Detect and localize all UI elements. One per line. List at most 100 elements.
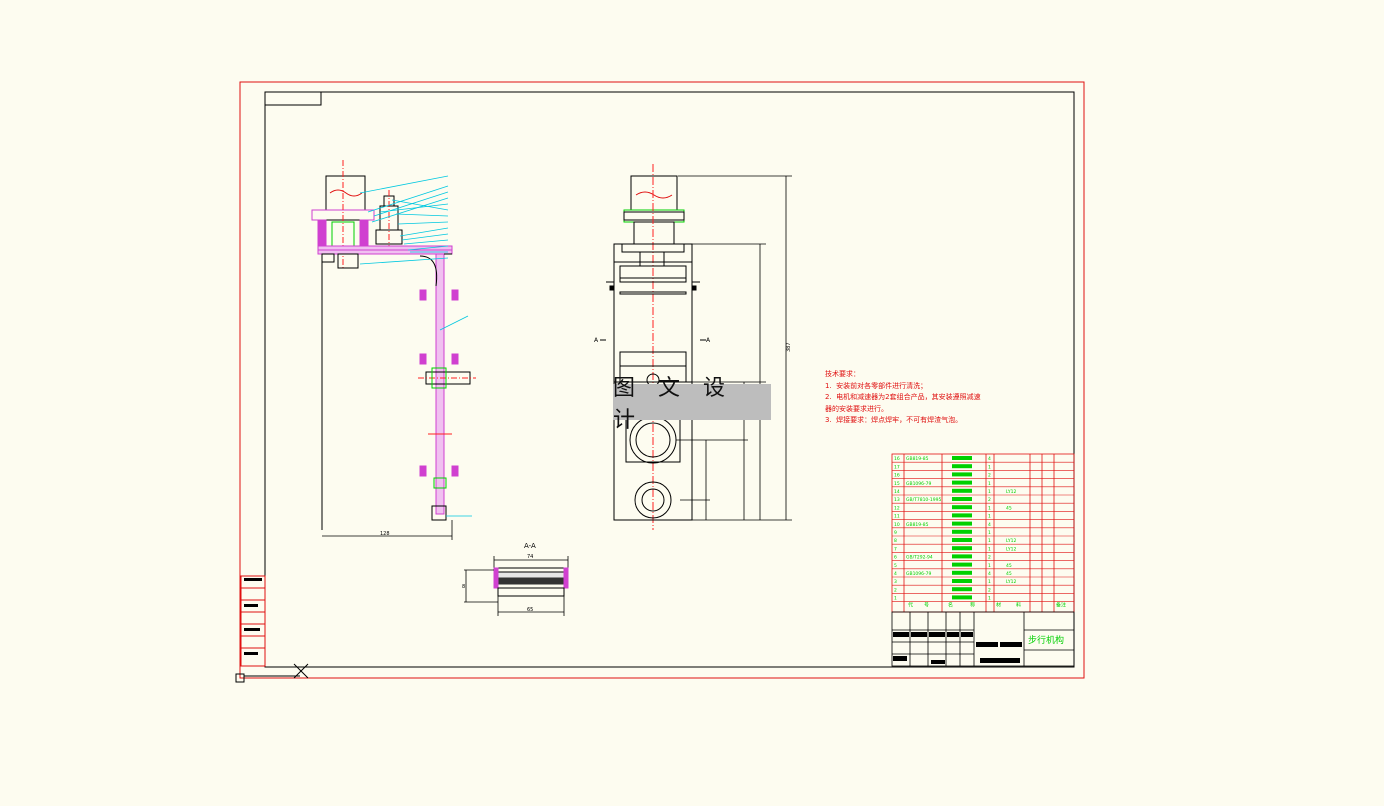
bom-header-cell: 料 [1016, 602, 1021, 609]
bom-row-no: 1 [894, 596, 897, 602]
bom-row-no: 14 [894, 489, 900, 495]
bom-row-no: 8 [894, 538, 897, 544]
origin-marker [235, 673, 245, 683]
title-block [891, 611, 1075, 667]
front-section-view [311, 160, 476, 540]
bom-row-material: LY12 [1006, 538, 1017, 544]
bom-row-code: GB819-85 [906, 456, 929, 462]
bom-row-material: LY12 [1006, 579, 1017, 585]
bom-row-name-bar [952, 562, 972, 567]
bom-row-qty: 2 [988, 555, 991, 561]
side-view [600, 164, 792, 530]
cut-marker-left: A [594, 337, 599, 344]
bom-row-name-bar [952, 587, 972, 592]
bom-header-cell: 名 [948, 602, 953, 609]
bom-header-cell: 称 [970, 602, 975, 609]
bom-row-name-bar [952, 521, 972, 526]
bom-row-name-bar [952, 472, 972, 477]
dim-right-total: 387 [786, 342, 792, 352]
bom-row-no: 12 [894, 505, 900, 511]
dim-section-top: 74 [527, 554, 533, 560]
bom-row-name-bar [952, 570, 972, 575]
bom-row-qty: 4 [988, 456, 991, 462]
bom-row-material: LY12 [1006, 546, 1017, 552]
bom-row-no: 2 [894, 587, 897, 593]
tech-line-1: 1. 安装前对各零部件进行清洗； [825, 381, 928, 390]
outer-border [239, 81, 1085, 679]
bom-row-qty: 2 [988, 587, 991, 593]
revision-strip [240, 575, 266, 667]
bom-row-name-bar [952, 480, 972, 485]
bom-row-qty: 1 [988, 489, 991, 495]
bom-row-material: 45 [1006, 505, 1012, 511]
bom-row-no: 11 [894, 514, 900, 520]
bom-row-qty: 1 [988, 579, 991, 585]
bom-row-material: LY12 [1006, 489, 1017, 495]
bom-header-cell: 备注 [1056, 602, 1066, 609]
bom-row-name-bar [952, 513, 972, 518]
bom-row-no: 3 [894, 579, 897, 585]
bom-header-cell: 材 [996, 602, 1001, 609]
bom-table [891, 453, 1075, 613]
cut-marker-right: A [706, 337, 711, 344]
bom-row-code: GB819-85 [906, 522, 929, 528]
dim-section-height: 8 [462, 584, 465, 590]
bom-row-no: 5 [894, 563, 897, 569]
bom-row-qty: 1 [988, 505, 991, 511]
bom-row-code: GB/T292-94 [906, 555, 933, 561]
bom-row-material: 45 [1006, 563, 1012, 569]
bom-row-no: 13 [894, 497, 900, 503]
bom-row-name-bar [952, 579, 972, 583]
bom-row-qty: 1 [988, 596, 991, 602]
drawing-number-box [264, 91, 322, 106]
watermark: 图 文 设 计 [613, 376, 771, 433]
tech-heading: 技术要求： [825, 370, 860, 378]
bom-row-name-bar [952, 505, 972, 510]
inner-frame [264, 91, 1075, 668]
bom-row-no: 9 [894, 530, 897, 536]
bom-row-qty: 1 [988, 538, 991, 544]
bom-row-qty: 1 [988, 563, 991, 569]
bom-row-code: GB1096-79 [906, 481, 932, 487]
bom-row-code: GB/T7810-1995 [906, 497, 942, 503]
bom-row-qty: 4 [988, 522, 991, 528]
tech-line-2: 2. 电机和减速器为2套组合产品，其安装遵照减速 [825, 393, 981, 401]
bom-row-no: 16 [894, 473, 900, 479]
bom-row-qty: 2 [988, 497, 991, 503]
bom-row-qty: 1 [988, 481, 991, 487]
technical-requirements: 技术要求： 1. 安装前对各零部件进行清洗； 2. 电机和减速器为2套组合产品，… [825, 369, 981, 427]
bom-row-qty: 4 [988, 571, 991, 577]
bom-header-cell: 代 [908, 602, 913, 609]
bom-row-material: 45 [1006, 571, 1012, 577]
bom-row-name-bar [952, 554, 972, 559]
bom-row-name-bar [952, 497, 972, 501]
tech-line-4: 3. 焊接要求：焊点焊牢，不可有焊渣气泡。 [825, 416, 963, 424]
bom-row-name-bar [952, 464, 972, 469]
bom-row-qty: 2 [988, 473, 991, 479]
bom-row-name-bar [952, 456, 972, 460]
title-block-name: 步行机构 [1028, 634, 1064, 646]
bom-row-no: 7 [894, 546, 897, 552]
bom-row-code: GB1096-79 [906, 571, 932, 577]
bom-row-name-bar [952, 529, 972, 534]
bom-row-no: 4 [894, 571, 897, 577]
bom-row-qty: 1 [988, 464, 991, 470]
title-block-stamps [893, 632, 1022, 664]
bom-row-qty: 1 [988, 546, 991, 552]
dim-left-width: 128 [380, 531, 390, 537]
bom-row-no: 16 [894, 456, 900, 462]
bom-row-no: 17 [894, 464, 900, 470]
bom-row-name-bar [952, 538, 972, 542]
bom-row-name-bar [952, 488, 972, 493]
bom-row-qty: 1 [988, 514, 991, 520]
bom-header-cell: 号 [924, 603, 929, 609]
bom-row-name-bar [952, 546, 972, 551]
section-a-a [464, 556, 569, 616]
section-label: A-A [524, 542, 536, 550]
dim-section-bottom: 65 [527, 607, 533, 613]
bom-row-no: 10 [894, 522, 900, 528]
bom-row-no: 6 [894, 555, 897, 561]
bom-row-qty: 1 [988, 530, 991, 536]
